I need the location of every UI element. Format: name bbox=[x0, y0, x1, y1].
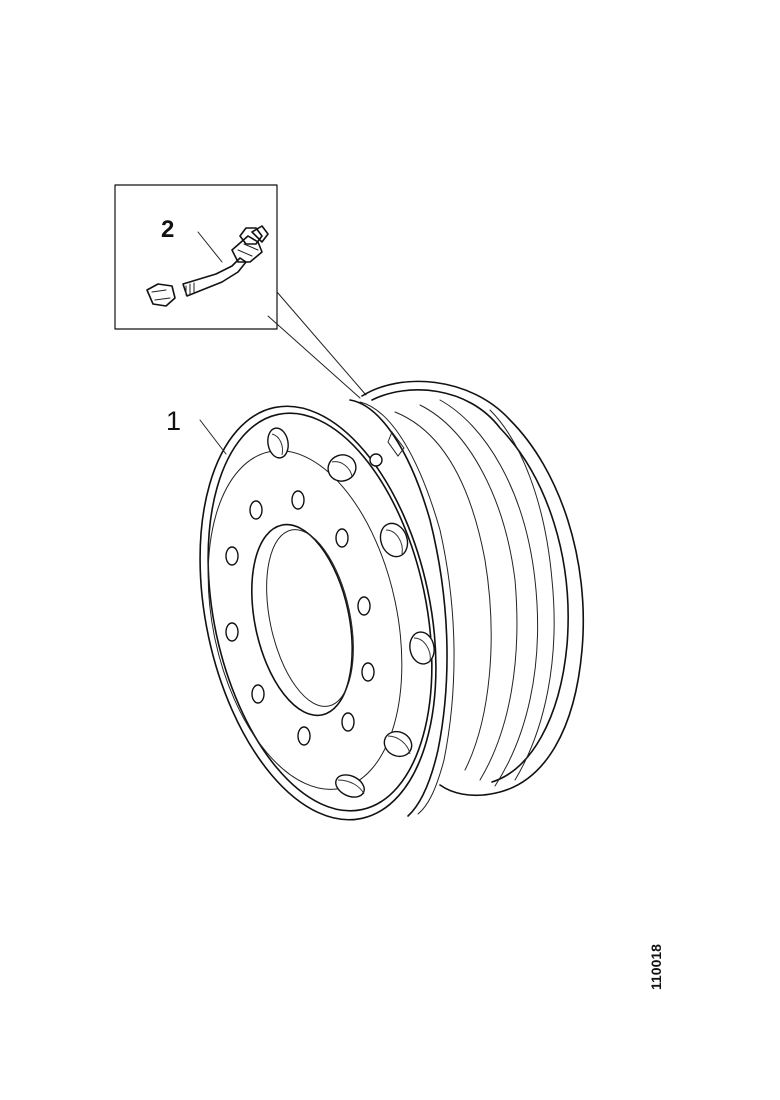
center-bore bbox=[250, 523, 354, 717]
wheel-rim bbox=[199, 380, 585, 821]
figure-id: 110018 bbox=[648, 944, 664, 990]
valve-on-rim bbox=[387, 430, 405, 457]
valve-stem bbox=[182, 225, 269, 297]
callout-1: 1 bbox=[166, 406, 182, 436]
valve-nut bbox=[146, 283, 176, 307]
callout-2: 2 bbox=[161, 216, 175, 243]
bolt-holes bbox=[225, 490, 375, 746]
valve-hole bbox=[369, 453, 383, 467]
inset-link-line-top bbox=[276, 291, 367, 396]
ventilation-holes bbox=[267, 427, 435, 798]
inset-link-line-bottom bbox=[267, 315, 361, 399]
rim-leader-line bbox=[199, 419, 227, 455]
valve-detail-inset bbox=[114, 184, 278, 330]
valve-leader-line bbox=[197, 231, 223, 263]
